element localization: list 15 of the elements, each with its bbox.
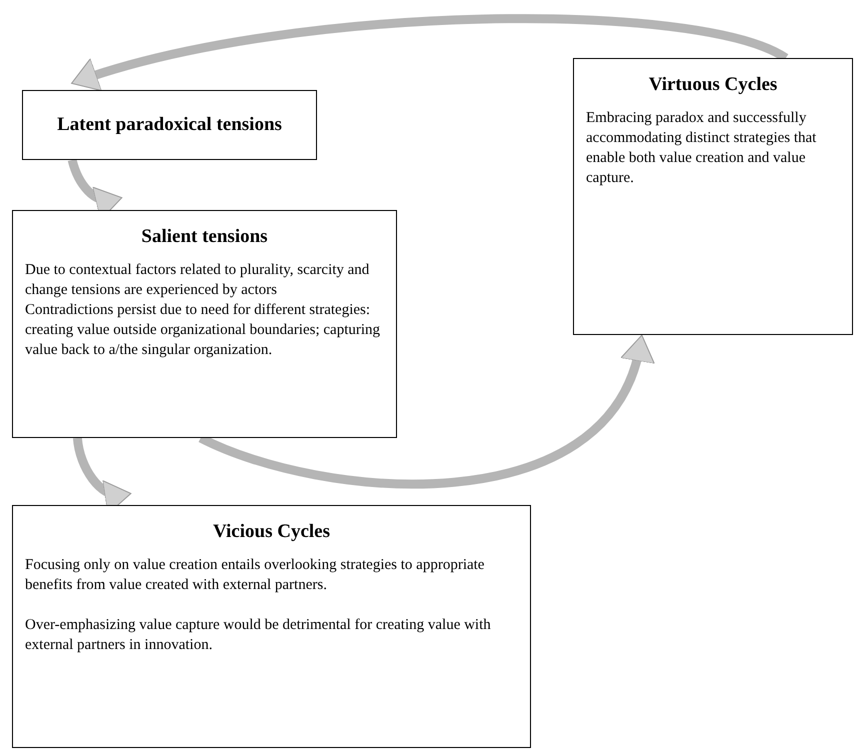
body-text: Focusing only on value creation entails overlooking strategies to appropriate benefits from value created with external partners. <box>25 556 486 594</box>
box-heading: Salient tensions <box>140 225 269 249</box>
text-box <box>573 58 853 335</box>
body-text: Due to contextual factors related to plurality, scarcity and change tensions are experienced by actors <box>25 260 370 300</box>
text-box <box>12 505 531 748</box>
box-heading: Virtuous Cycles <box>648 73 778 97</box>
box-heading: Latent paradoxical tensions <box>57 112 282 137</box>
box-heading: Vicious Cycles <box>212 520 331 544</box>
body-text: Contradictions persist due to need for different strategies: creating value outside organizational boundaries; capturing value back to a/the singular organization. <box>25 300 382 360</box>
text-box <box>12 210 397 438</box>
text-box <box>22 90 317 160</box>
body-text: Embracing paradox and successfully accommodating distinct strategies that enable both value creation and value capture. <box>586 108 818 188</box>
curved-arrow <box>70 14 788 92</box>
body-text: Over-emphasizing value capture would be detrimental for creating value with external partners in innovation. <box>25 616 492 654</box>
curved-arrow <box>198 334 652 489</box>
